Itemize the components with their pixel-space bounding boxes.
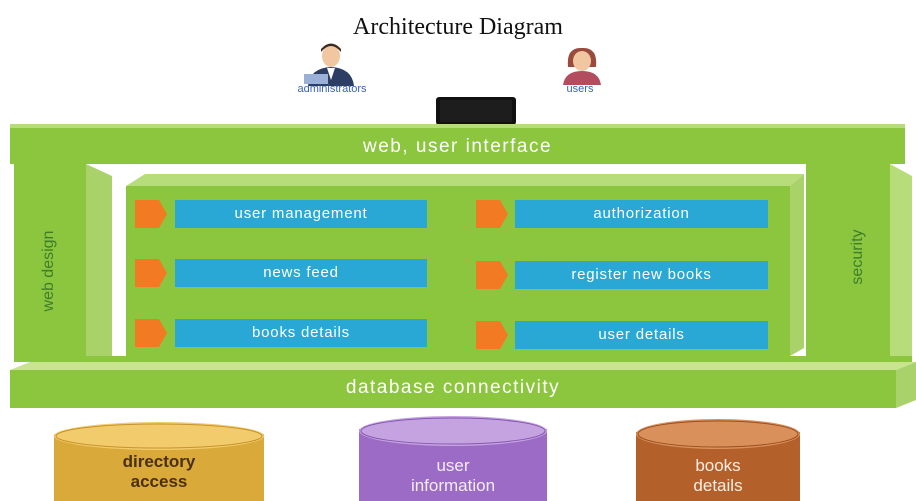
diagram-title: Architecture Diagram bbox=[353, 14, 563, 40]
user-information-database-icon bbox=[359, 416, 547, 501]
module-news-feed: news feed bbox=[175, 259, 427, 287]
administrator-icon bbox=[304, 43, 354, 86]
module-user-details: user details bbox=[515, 321, 768, 349]
module-books-details: books details bbox=[175, 319, 427, 347]
users-label: users bbox=[566, 83, 594, 95]
module-user-management: user management bbox=[175, 200, 427, 228]
module-tab-icon bbox=[476, 321, 508, 349]
directory-access-database-icon bbox=[54, 422, 264, 501]
books-details-database-icon bbox=[636, 419, 800, 501]
module-tab-icon bbox=[476, 261, 508, 289]
security-layer: security bbox=[849, 229, 866, 285]
web-user-interface-layer: web, user interface bbox=[362, 136, 553, 157]
administrators-label: administrators bbox=[297, 83, 367, 95]
database-connectivity-layer: database connectivity bbox=[345, 377, 561, 398]
web-design-layer: web design bbox=[40, 230, 57, 312]
user-information-label: user information bbox=[410, 456, 496, 495]
module-register-new-books: register new books bbox=[515, 261, 768, 289]
directory-access-label: directory access bbox=[122, 452, 196, 491]
module-tab-icon bbox=[476, 200, 508, 228]
books-details-label: books details bbox=[693, 456, 743, 495]
module-authorization: authorization bbox=[515, 200, 768, 228]
user-icon bbox=[563, 47, 601, 85]
